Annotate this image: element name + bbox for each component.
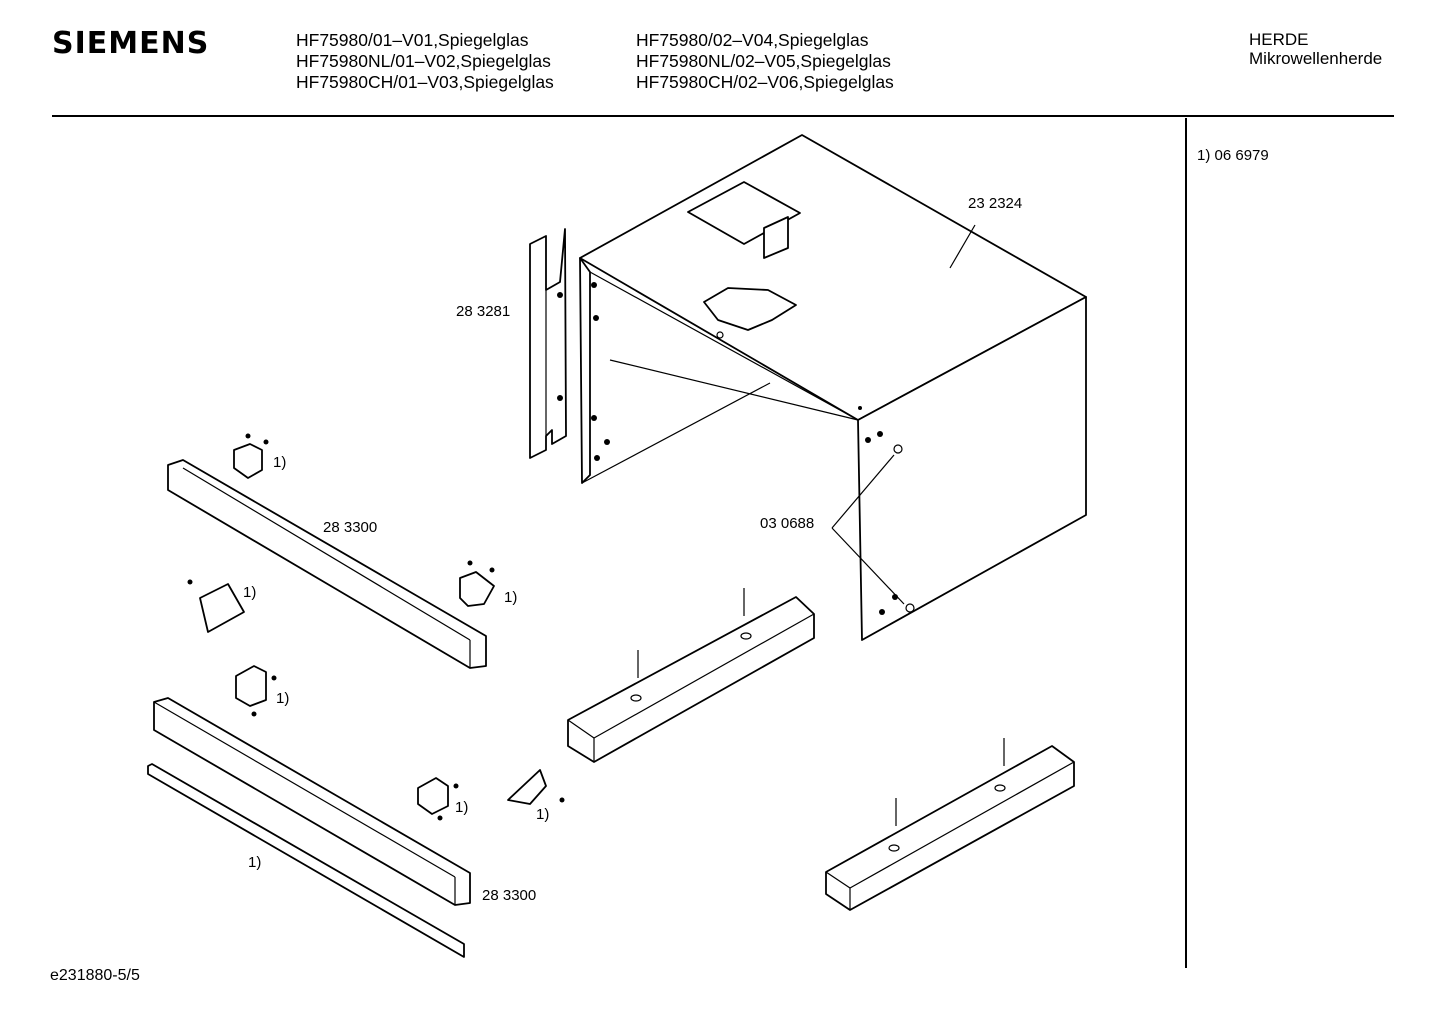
spacer-leaders xyxy=(831,454,905,605)
label-rail: 28 3281 xyxy=(456,303,510,320)
foot-upper xyxy=(567,588,815,763)
foot-lower xyxy=(825,738,1075,911)
label-trim-upper: 28 3300 xyxy=(323,519,377,536)
bracket-4 xyxy=(235,665,277,717)
category-subtitle: Mikrowellenherde xyxy=(1249,49,1383,68)
model-line: HF75980NL/02–V05,Spiegelglas xyxy=(636,51,891,71)
footnote-marker: 1) xyxy=(536,806,549,823)
label-spacer: 03 0688 xyxy=(760,515,814,532)
trim-strip-upper xyxy=(167,459,487,669)
bracket-2 xyxy=(187,579,245,633)
footnote-note: 1) 06 6979 xyxy=(1197,147,1269,164)
label-cabinet: 23 2324 xyxy=(968,195,1022,212)
footnote-marker: 1) xyxy=(276,690,289,707)
brand-logo: SIEMENS xyxy=(52,26,210,61)
model-line: HF75980CH/01–V03,Spiegelglas xyxy=(296,72,554,92)
category-title: HERDE xyxy=(1249,30,1309,49)
sidebar-divider xyxy=(1185,118,1187,968)
bracket-3 xyxy=(459,560,495,607)
footnote-marker: 1) xyxy=(273,454,286,471)
model-list-2: HF75980/02–V04,Spiegelglas HF75980NL/02–… xyxy=(636,30,894,93)
model-line: HF75980/02–V04,Spiegelglas xyxy=(636,30,869,50)
model-line: HF75980NL/01–V02,Spiegelglas xyxy=(296,51,551,71)
side-rail xyxy=(529,228,567,459)
cabinet-housing xyxy=(579,134,1087,641)
footnote-marker: 1) xyxy=(455,799,468,816)
bracket-6 xyxy=(507,769,565,805)
model-line: HF75980CH/02–V06,Spiegelglas xyxy=(636,72,894,92)
drawing-id: e231880-5/5 xyxy=(50,967,140,984)
footnote-marker: 1) xyxy=(248,854,261,871)
model-list-1: HF75980/01–V01,Spiegelglas HF75980NL/01–… xyxy=(296,30,554,93)
category-block: HERDE Mikrowellenherde xyxy=(1249,30,1382,68)
footnote-marker: 1) xyxy=(504,589,517,606)
footnote-marker: 1) xyxy=(243,584,256,601)
bracket-1 xyxy=(233,433,269,479)
model-line: HF75980/01–V01,Spiegelglas xyxy=(296,30,529,50)
bracket-5 xyxy=(417,777,459,821)
trim-strip-lower xyxy=(147,697,471,958)
label-trim-lower: 28 3300 xyxy=(482,887,536,904)
header-rule xyxy=(52,115,1394,117)
